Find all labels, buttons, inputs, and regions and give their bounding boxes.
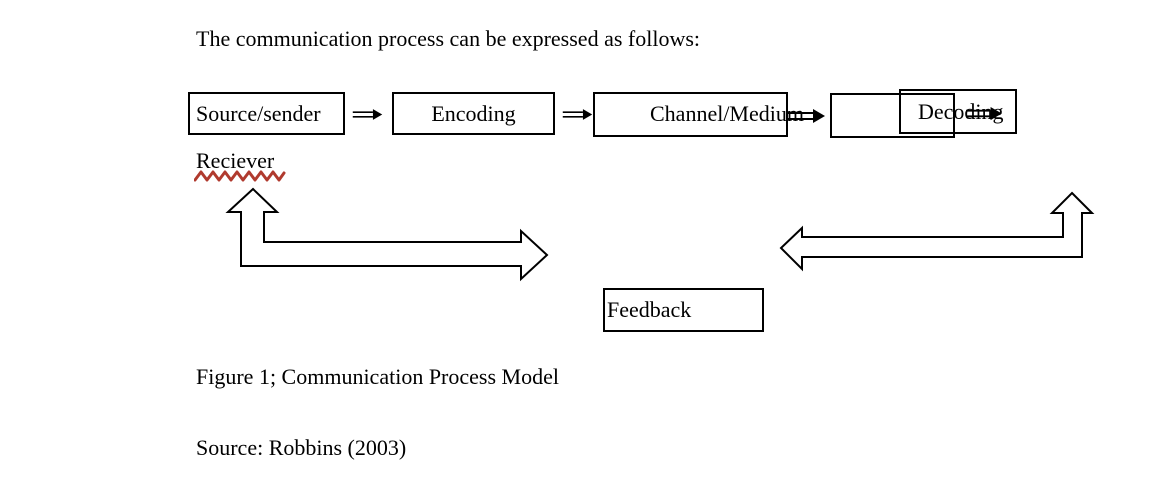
- overlap-box: [830, 93, 955, 138]
- flow-arrow-icon: [966, 106, 1002, 121]
- source-sender-box: Source/sender: [188, 92, 345, 135]
- encoding-label: Encoding: [431, 100, 516, 126]
- flow-arrow-icon: [352, 109, 383, 120]
- feedback-label: Feedback: [607, 297, 692, 322]
- feedback-arrow-right-icon: [779, 191, 1095, 272]
- flow-arrow-icon: [787, 109, 825, 123]
- feedback-arrow-left-icon: [225, 187, 549, 282]
- figure-caption: Figure 1; Communication Process Model: [196, 364, 559, 389]
- spellcheck-squiggle-icon: [194, 170, 286, 182]
- channel-medium-label: Channel/Medium: [650, 101, 804, 126]
- source-sender-label: Source/sender: [196, 100, 321, 126]
- receiver-label: Reciever: [196, 148, 275, 173]
- source-line: Source: Robbins (2003): [196, 435, 407, 460]
- intro-text: The communication process can be express…: [196, 26, 701, 51]
- flow-arrow-icon: [562, 109, 593, 120]
- feedback-box: Feedback: [603, 288, 764, 332]
- channel-medium-box: [593, 92, 788, 137]
- decoding-box: [899, 89, 1017, 134]
- encoding-box: Encoding: [392, 92, 555, 135]
